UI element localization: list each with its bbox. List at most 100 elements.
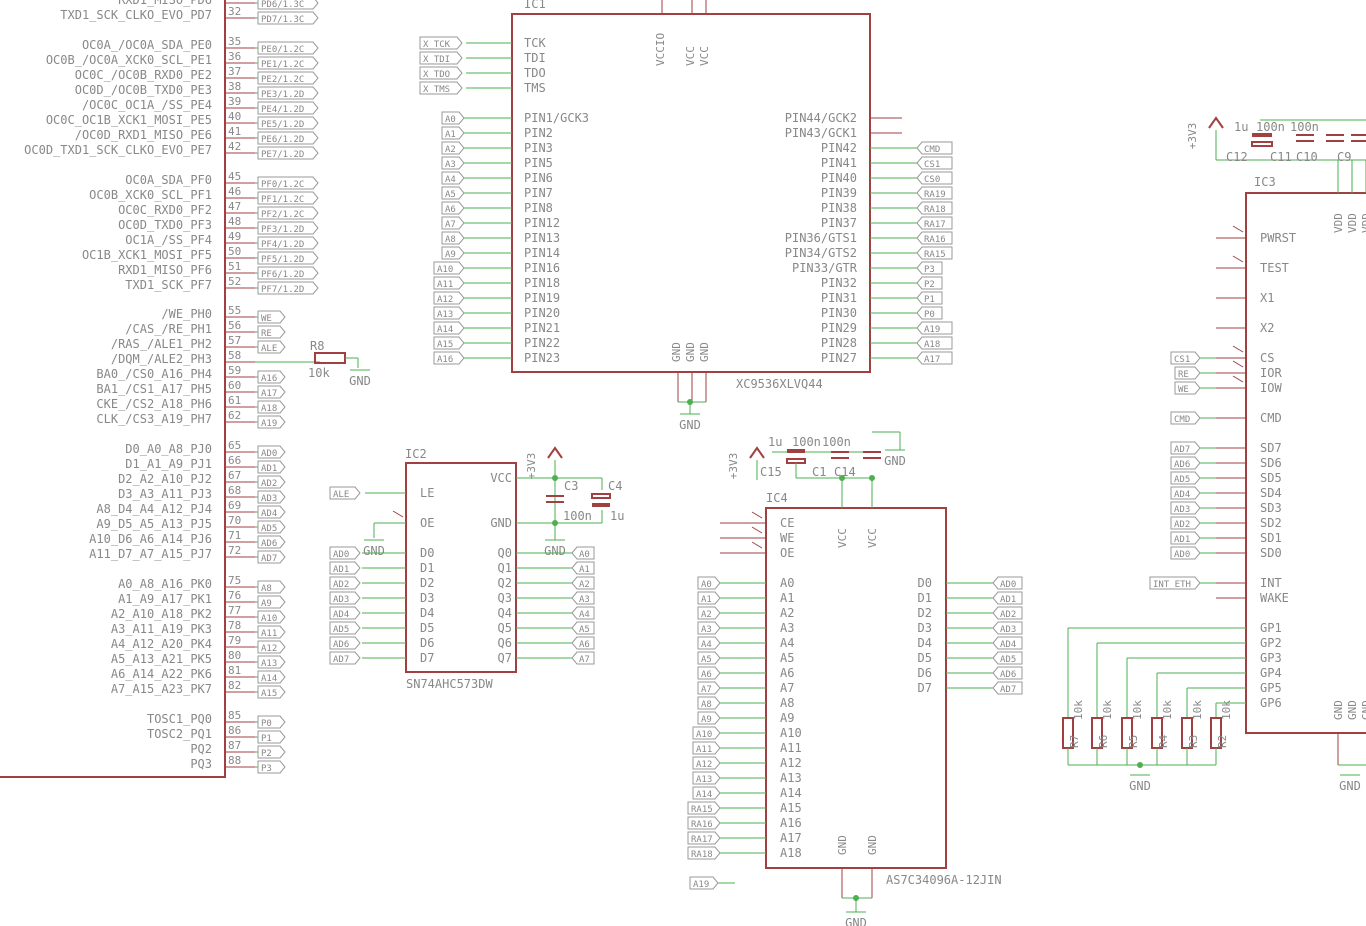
ground-label: GND [363, 544, 385, 558]
mcu-pin-name: TXD1_SCK_CLKO_EVO_PD7 [60, 8, 212, 22]
net-label [1170, 456, 1201, 470]
net-label-text: X_TDI [423, 55, 450, 65]
capacitor-name: C10 [1296, 150, 1318, 164]
net-label-text: A3 [579, 595, 590, 605]
sram-addr-pin: A2 [780, 606, 794, 620]
net-label [257, 370, 286, 384]
cpld-pin-left: PIN19 [524, 291, 560, 305]
net-label [257, 640, 286, 654]
cpld-pin-left: PIN21 [524, 321, 560, 335]
net-label-text: PD7/1.3C [261, 15, 304, 25]
net-label-text: PF4/1.2D [261, 240, 304, 250]
net-label-text: A5 [445, 190, 456, 200]
net-label [329, 591, 361, 605]
net-label [257, 236, 319, 250]
mcu-pin-number: 69 [228, 499, 241, 512]
net-label-text: AD5 [333, 625, 349, 635]
net-label [441, 246, 465, 260]
sram-addr-pin: A12 [780, 756, 802, 770]
net-label-text: A18 [261, 404, 277, 414]
latch-pin: GND [490, 516, 512, 530]
mcu-pin-name: /OC0D_RXD1_MISO_PE6 [75, 128, 212, 142]
cpld-pin-left: PIN5 [524, 156, 553, 170]
net-label [1170, 516, 1201, 530]
net-label [257, 251, 319, 265]
net-label-text: PF7/1.2D [261, 285, 304, 295]
net-label [257, 400, 286, 414]
net-label-text: RA17 [691, 835, 713, 845]
net-label-text: AD6 [261, 539, 277, 549]
net-label [1174, 381, 1201, 395]
net-label [257, 505, 286, 519]
mcu-pin-name: A4_A12_A20_PK4 [111, 637, 212, 651]
net-label [1149, 576, 1201, 590]
ic-part: SN74AHC573DW [406, 677, 493, 691]
net-label-text: RA19 [924, 190, 946, 200]
net-label-text: RA16 [691, 820, 713, 830]
sram-addr-pin: A7 [780, 681, 794, 695]
capacitor [787, 449, 805, 453]
mcu-pin-number: 88 [228, 754, 241, 767]
mcu-pin-name: OC1A_/SS_PF4 [125, 233, 212, 247]
net-label-text: A10 [696, 730, 712, 740]
capacitor [592, 503, 610, 507]
net-label [419, 81, 463, 95]
ethernet-pin: X1 [1260, 291, 1274, 305]
mcu-pin-name: A7_A15_A23_PK7 [111, 682, 212, 696]
latch-pin: Q0 [498, 546, 512, 560]
gnd-pin-name: GND [866, 835, 879, 855]
net-label-text: A6 [445, 205, 456, 215]
mcu-pin-name: A6_A14_A22_PK6 [111, 667, 212, 681]
inverted-pin-mark [1232, 360, 1244, 368]
mcu-pin-name: OC0B_XCK0_SCL_PF1 [89, 188, 212, 202]
capacitor-value: 1u [1234, 120, 1248, 134]
net-label-text: AD2 [261, 479, 277, 489]
net-label-text: A19 [924, 325, 940, 335]
capacitor [1251, 141, 1273, 147]
sram-addr-pin: A6 [780, 666, 794, 680]
mcu-pin-name: RXD1_MISO_PD6 [118, 0, 212, 7]
sram-addr-pin: A16 [780, 816, 802, 830]
net-label-text: A1 [579, 565, 590, 575]
sram-addr-pin: A14 [780, 786, 802, 800]
net-label [257, 535, 286, 549]
net-label-text: PF3/1.2D [261, 225, 304, 235]
net-label [687, 846, 721, 860]
mcu-pin-name: OC0B_/OC0A_XCK0_SCL_PE1 [46, 53, 212, 67]
net-label [257, 415, 286, 429]
mcu-pin-number: 42 [228, 140, 241, 153]
sram-addr-pin: A10 [780, 726, 802, 740]
net-label-text: RA18 [691, 850, 713, 860]
net-label-text: P0 [261, 719, 272, 729]
latch-pin: D4 [420, 606, 434, 620]
ethernet-pin: CMD [1260, 411, 1282, 425]
net-label-text: AD2 [1000, 610, 1016, 620]
net-label [692, 756, 721, 770]
net-label-text: A14 [696, 790, 712, 800]
net-label [441, 111, 465, 125]
mcu-pin-name: /CAS_/RE_PH1 [125, 322, 212, 336]
net-label-text: A13 [261, 659, 277, 669]
net-label-text: PF0/1.2C [261, 180, 304, 190]
cpld-pin-right: PIN42 [821, 141, 857, 155]
net-label [441, 201, 465, 215]
net-label-text: P3 [924, 265, 935, 275]
mcu-pin-number: 77 [228, 604, 241, 617]
resistor-name: R6 [1097, 735, 1110, 748]
mcu-pin-name: OC0A_SDA_PF0 [125, 173, 212, 187]
mcu-pin-number: 82 [228, 679, 241, 692]
capacitor-name: C9 [1337, 150, 1351, 164]
capacitor-value: 100n [792, 435, 821, 449]
inverted-pin-mark [1232, 225, 1244, 233]
power-pin-name: VCC [698, 46, 711, 66]
mcu-pin-name: OC0C_RXD0_PF2 [118, 203, 212, 217]
mcu-pin-number: 35 [228, 35, 241, 48]
mcu-pin-name: A2_A10_A18_PK2 [111, 607, 212, 621]
net-label-text: WE [1178, 385, 1189, 395]
resistor-name: R2 [1216, 735, 1229, 748]
net-label-text: A13 [696, 775, 712, 785]
net-label-text: AD7 [261, 554, 277, 564]
sram-pin: WE [780, 531, 794, 545]
net-label [992, 576, 1023, 590]
mcu-pin-number: 62 [228, 409, 241, 422]
